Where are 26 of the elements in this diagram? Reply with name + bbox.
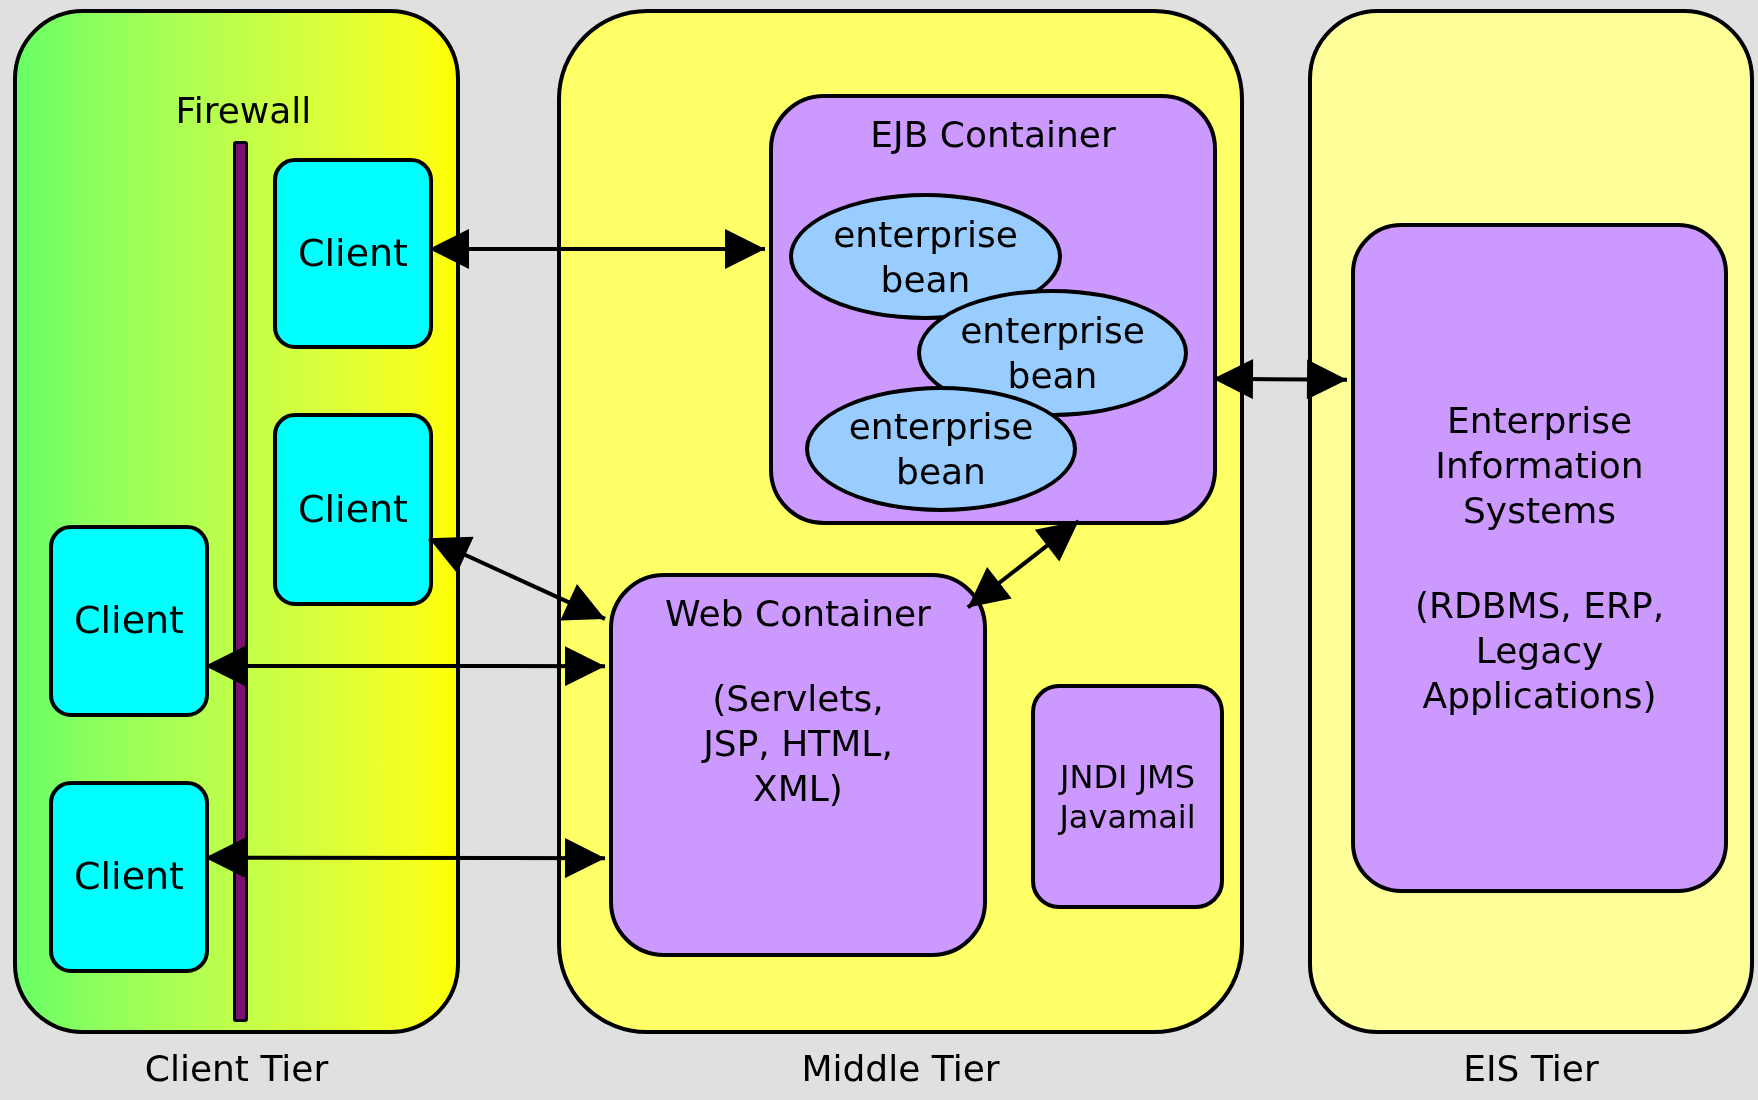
tier-label: EIS Tier xyxy=(1462,1047,1600,1091)
node-label: Web Container xyxy=(665,592,931,636)
container-box xyxy=(609,573,987,957)
client-box xyxy=(49,525,209,717)
client-box xyxy=(273,413,433,606)
eis-box xyxy=(1351,223,1728,893)
double-arrow xyxy=(428,536,606,621)
node-label: Enterprise Information Systems xyxy=(1435,399,1644,533)
node-description: (Servlets, JSP, HTML, XML) xyxy=(700,677,894,811)
node-label: EJB Container xyxy=(870,113,1116,157)
client-box xyxy=(49,781,209,973)
service-box xyxy=(1031,684,1224,909)
double-arrow xyxy=(966,519,1080,609)
container-box xyxy=(769,94,1217,525)
node-label: Client xyxy=(298,229,408,277)
node-description: (RDBMS, ERP, Legacy Applications) xyxy=(1413,584,1666,718)
client-box xyxy=(273,158,433,349)
tier-label: Middle Tier xyxy=(800,1047,1001,1091)
node-label: Client xyxy=(74,853,184,901)
node-label: JNDI JMS Javamail xyxy=(1056,756,1197,837)
node-label: Client xyxy=(74,597,184,645)
node-label: Client xyxy=(298,485,408,533)
firewall-label: Firewall xyxy=(174,89,313,133)
node-label: enterprise bean xyxy=(847,405,1035,494)
node-label: enterprise bean xyxy=(959,309,1146,398)
tier-label: Client Tier xyxy=(143,1047,330,1091)
